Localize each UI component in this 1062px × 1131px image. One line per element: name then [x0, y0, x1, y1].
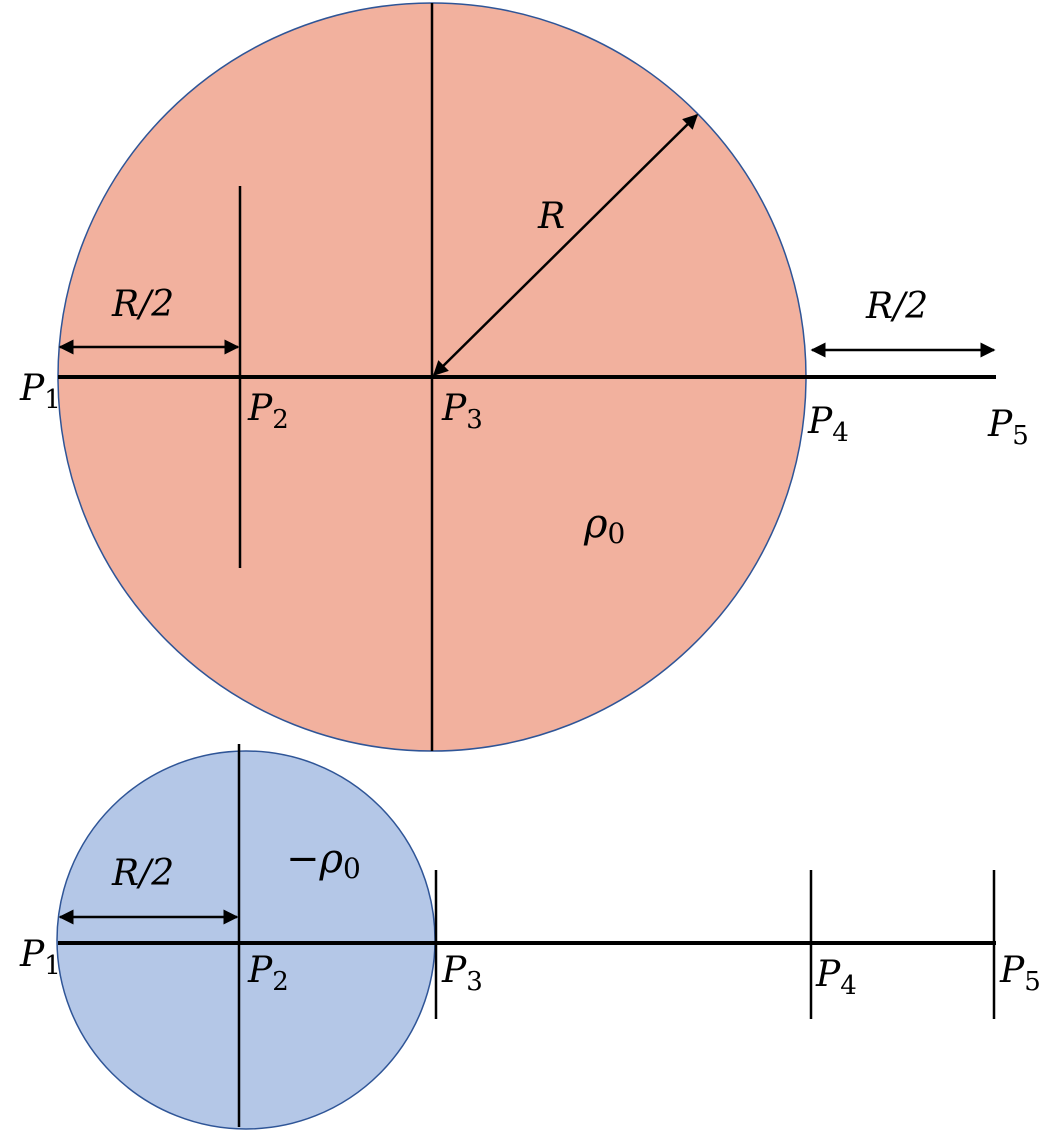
bottom-point-p2: P2: [247, 950, 289, 997]
top-point-p5: P5: [987, 404, 1029, 451]
top-point-p3: P3: [441, 388, 483, 435]
radius-label: R: [537, 196, 565, 237]
bottom-point-p1: P1: [19, 934, 61, 981]
top-density-label: ρ0: [583, 501, 625, 550]
bottom-half-label: R/2: [111, 853, 174, 894]
bottom-point-p3: P3: [441, 950, 483, 997]
top-point-p2: P2: [247, 388, 289, 435]
radius-arrow: [432, 113, 699, 377]
top-half-left-label: R/2: [111, 284, 174, 325]
bottom-density-label: −ρ0: [286, 836, 361, 885]
top-half-right-label: R/2: [865, 286, 928, 327]
top-point-p4: P4: [807, 401, 849, 448]
small-sphere: [56, 750, 436, 1130]
bottom-point-p4: P4: [815, 954, 857, 1001]
top-point-p1: P1: [19, 368, 61, 415]
bottom-point-p5: P5: [999, 950, 1041, 997]
